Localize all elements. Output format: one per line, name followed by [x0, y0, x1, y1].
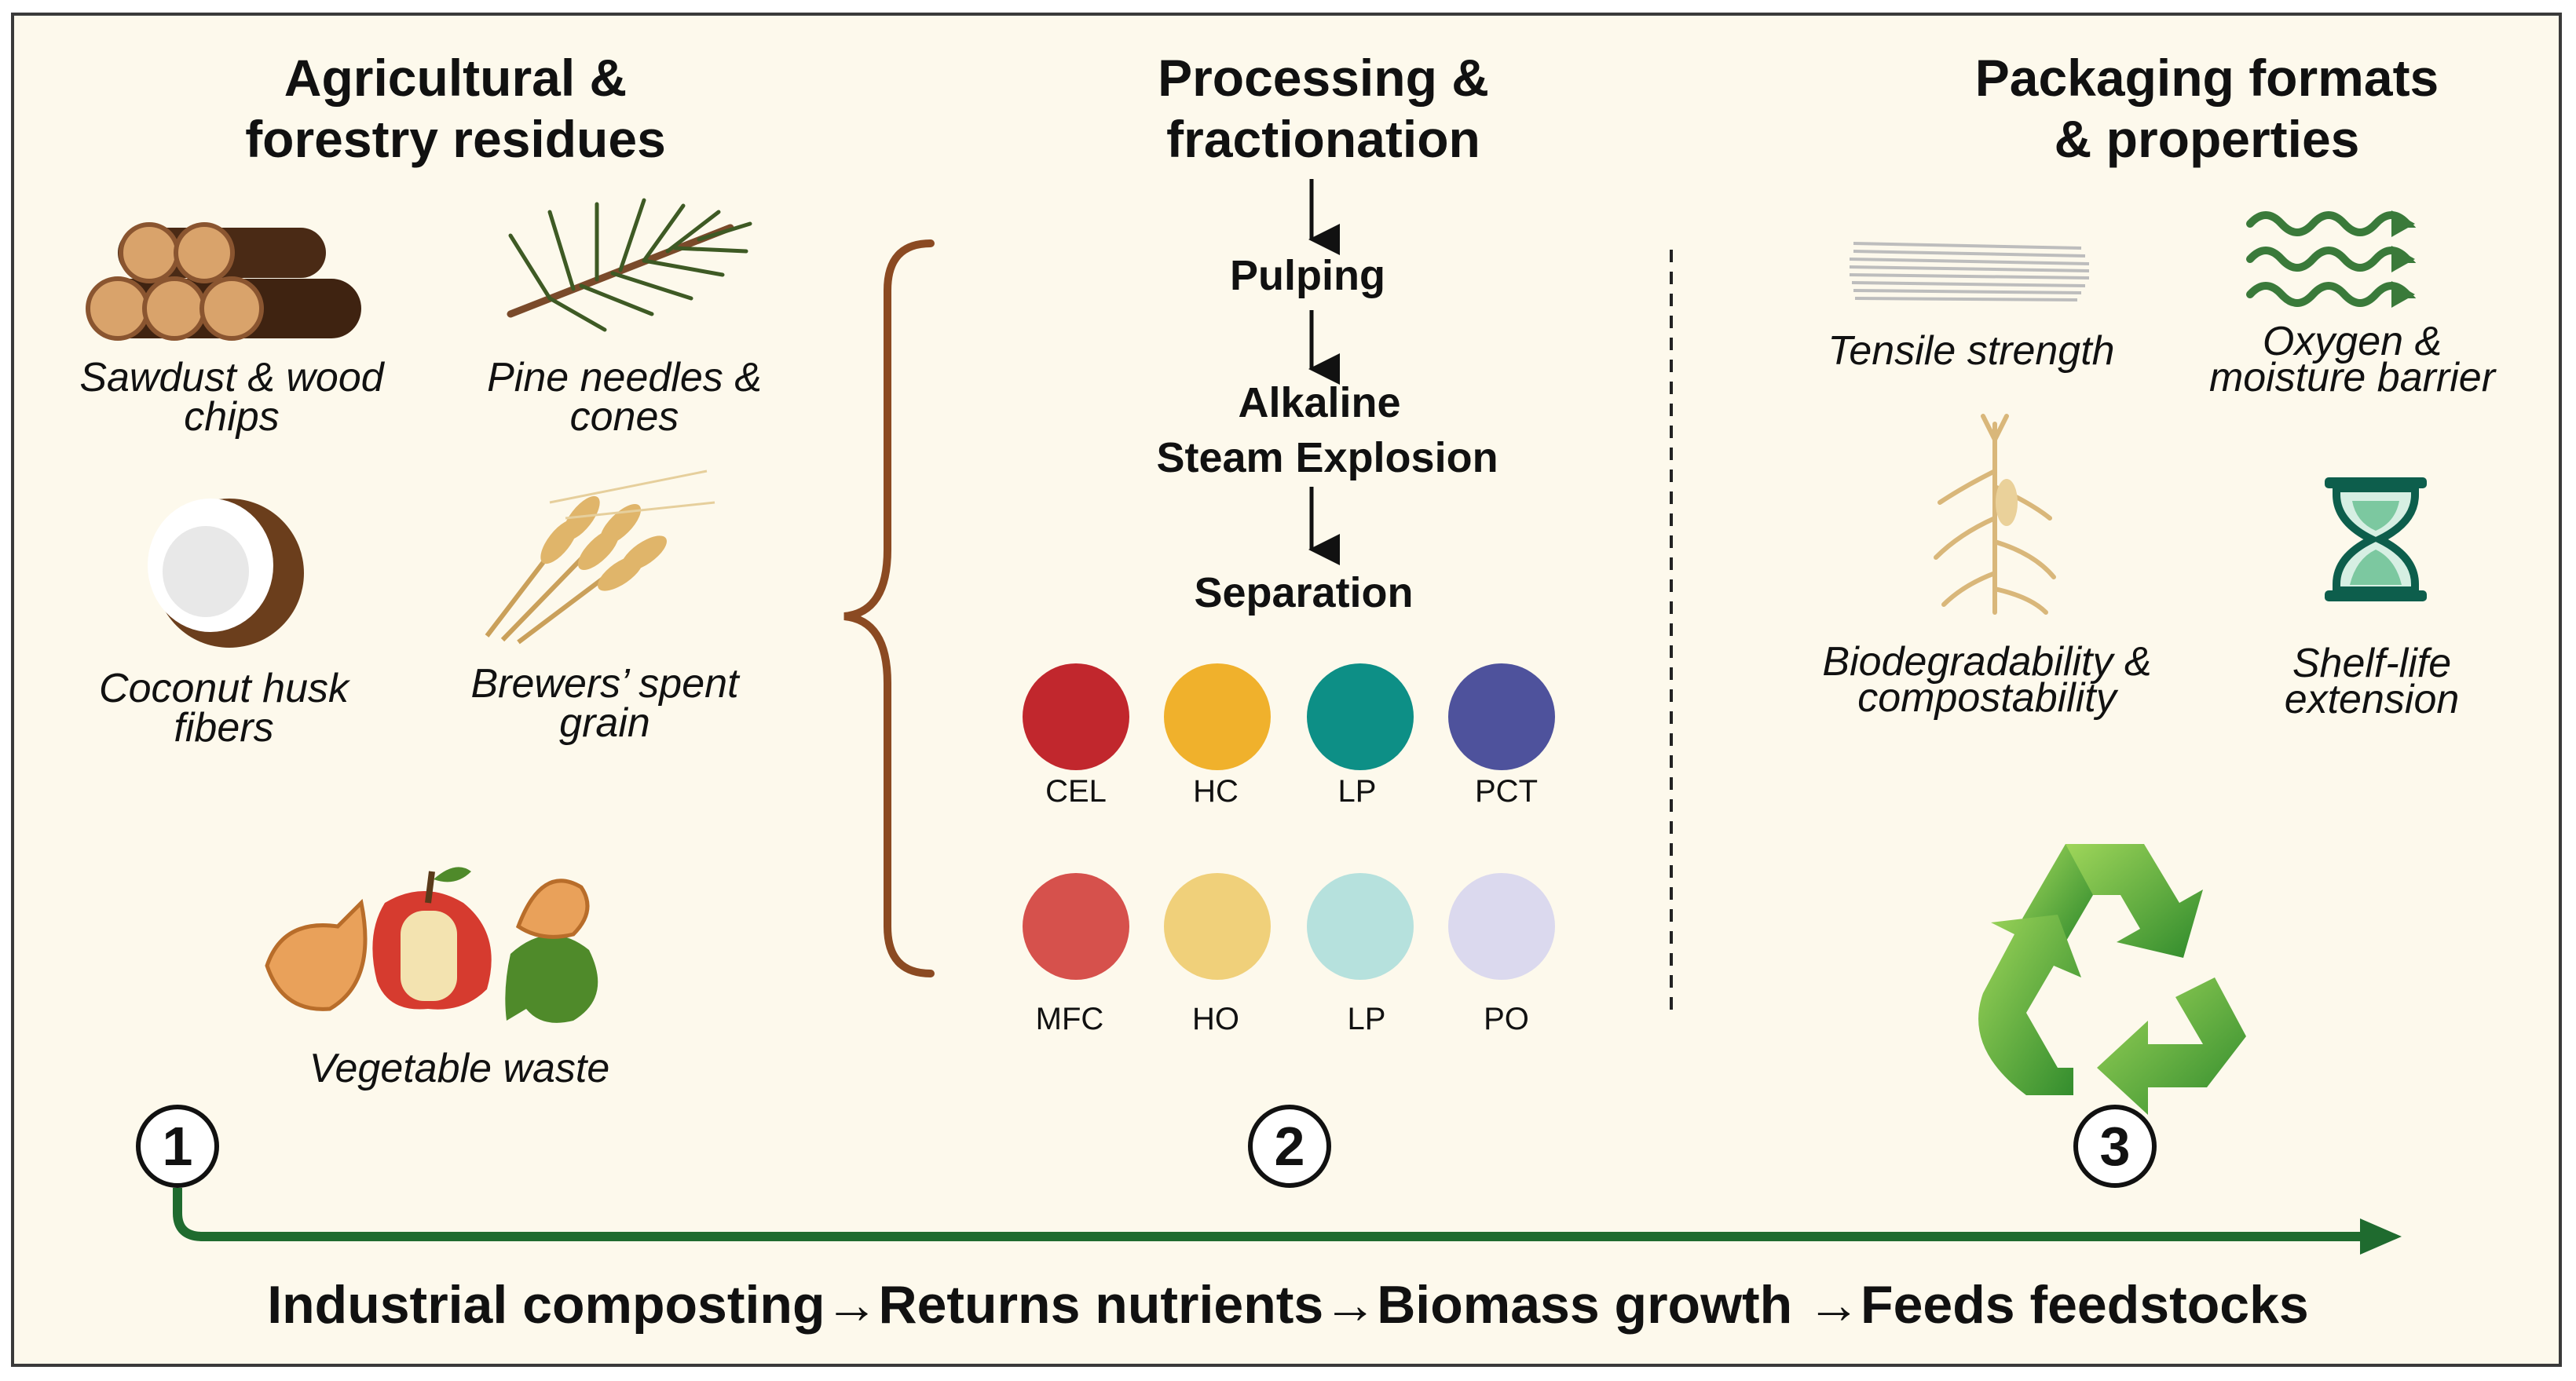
fraction-label-cel: CEL	[1045, 774, 1107, 809]
property-caption-barrier: Oxygen & moisture barrier	[2156, 319, 2549, 400]
stage-number-circles	[136, 1105, 2157, 1188]
stage-number-2: 2	[1274, 1116, 1305, 1177]
feedstock-caption-sawdust: Sawdust & wood chips	[43, 355, 420, 440]
step-alkaline: Alkaline	[1238, 379, 1401, 426]
fraction-label-lp-2: LP	[1347, 1002, 1386, 1036]
processing-title-line1: Processing &	[1158, 49, 1489, 107]
feedstocks-title: Agricultural & forestry residues	[181, 47, 730, 170]
pine-branch-icon	[507, 198, 752, 332]
fraction-label-po: PO	[1484, 1002, 1529, 1036]
caption-line2: grain	[559, 700, 650, 746]
caption-line1: Vegetable waste	[309, 1046, 610, 1091]
caption-line1: Shelf-life	[2292, 641, 2452, 686]
wood-logs-icon	[86, 222, 361, 341]
caption-line1: Tensile strength	[1828, 328, 2115, 374]
caption-line1: Pine needles &	[487, 355, 762, 400]
caption-line2: moisture barrier	[2208, 355, 2496, 400]
caption-line1: Coconut husk	[99, 666, 349, 711]
processing-title-line2: fractionation	[1166, 110, 1480, 168]
caption-line2: fibers	[174, 705, 274, 751]
fraction-label-ho: HO	[1192, 1002, 1239, 1036]
fraction-label-pct: PCT	[1475, 774, 1538, 809]
fiber-strand-icon	[1849, 242, 2090, 301]
processing-title: Processing & fractionation	[1048, 47, 1598, 170]
feedstock-caption-coconut: Coconut husk fibers	[35, 666, 412, 751]
fraction-dot-mfc-2	[1023, 873, 1129, 980]
property-caption-shelf-life: Shelf-life extension	[2215, 641, 2529, 722]
caption-line1: Sawdust & wood	[79, 355, 384, 400]
feedstocks-title-line2: forestry residues	[245, 110, 666, 168]
caption-line2: cones	[569, 394, 679, 440]
fraction-dots	[1023, 663, 1555, 980]
fraction-dot-po-2	[1448, 873, 1555, 980]
packaging-title: Packaging formats & properties	[1901, 47, 2513, 170]
packaging-title-line2: & properties	[2054, 110, 2360, 168]
fraction-label-lp: LP	[1337, 774, 1377, 809]
stage-number-3: 3	[2099, 1116, 2131, 1177]
recycle-icon	[1978, 844, 2246, 1115]
fraction-dot-lp	[1307, 663, 1414, 770]
caption-line2: compostability	[1857, 675, 2117, 721]
fraction-dot-cel	[1023, 663, 1129, 770]
caption-line1: Oxygen &	[2262, 319, 2442, 364]
step-separation: Separation	[1194, 569, 1414, 616]
vegetable-waste-icon	[265, 867, 598, 1023]
wave-arrows-icon	[2246, 210, 2417, 308]
fraction-dot-ho-2	[1164, 873, 1271, 980]
wheat-icon	[485, 469, 715, 645]
fraction-dot-pct	[1448, 663, 1555, 770]
corn-plant-icon	[1934, 414, 2056, 615]
feedstock-caption-brewers: Brewers’ spent grain	[416, 661, 793, 746]
stage-number-1: 1	[162, 1116, 193, 1177]
cycle-arrow	[173, 1188, 2402, 1255]
coconut-icon	[148, 499, 304, 648]
feedstock-caption-vegetable: Vegetable waste	[263, 1046, 656, 1091]
packaging-title-line1: Packaging formats	[1974, 49, 2439, 107]
feedstock-caption-pine: Pine needles & cones	[436, 355, 813, 440]
fraction-dot-lp-2	[1307, 873, 1414, 980]
step-steam-explosion: Steam Explosion	[1156, 434, 1498, 481]
caption-line2: chips	[184, 394, 280, 440]
fraction-label-mfc: MFC	[1035, 1002, 1104, 1036]
property-caption-biodegradability: Biodegradability & compostability	[1783, 639, 2191, 721]
caption-line1: Biodegradability &	[1822, 639, 2152, 685]
fraction-label-hc: HC	[1193, 774, 1239, 809]
fraction-dot-hc	[1164, 663, 1271, 770]
caption-line1: Brewers’ spent	[470, 661, 739, 707]
grouping-brace	[843, 239, 935, 977]
step-pulping: Pulping	[1230, 252, 1385, 299]
cycle-caption: Industrial composting→Returns nutrients→…	[267, 1275, 2309, 1335]
caption-line2: extension	[2284, 677, 2460, 722]
hourglass-icon	[2325, 477, 2427, 601]
property-caption-tensile: Tensile strength	[1783, 331, 2160, 371]
feedstocks-title-line1: Agricultural &	[284, 49, 628, 107]
